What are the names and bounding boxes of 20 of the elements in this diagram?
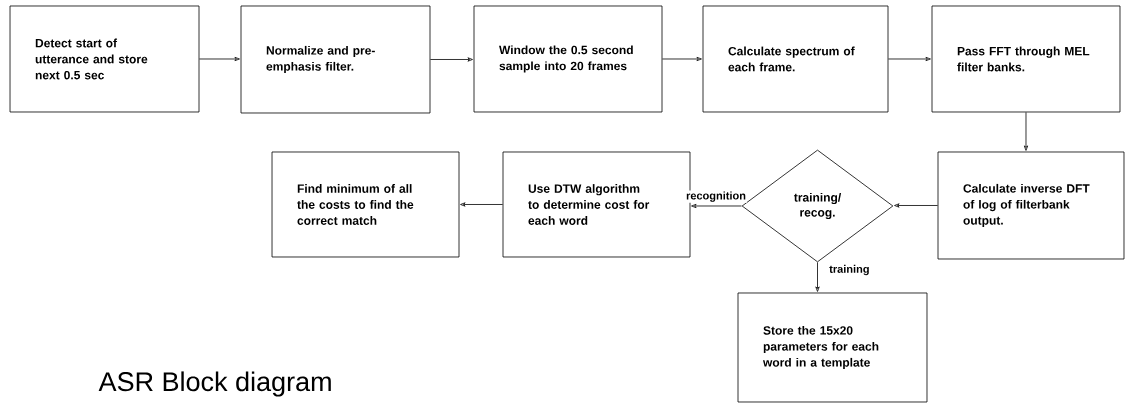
arrow (815, 262, 820, 292)
arrow (199, 56, 240, 62)
arrow (691, 203, 742, 209)
title: ASR Block diagram (98, 371, 331, 397)
arrow (430, 57, 473, 62)
edge-label: training (828, 263, 871, 277)
process-box: Find minimum of all the costs to find the correct match (271, 151, 460, 258)
arrow (894, 203, 938, 208)
arrow (662, 56, 702, 62)
process-box: Store the 15x20 parameters for each word in a template (737, 292, 928, 403)
process-box: Calculate inverse DFT of log of filterbank output. (937, 151, 1125, 260)
process-box: Pass FFT through MEL filter banks. (931, 5, 1121, 113)
process-box: Calculate spectrum of each frame. (702, 5, 889, 113)
process-box: Window the 0.5 second sample into 20 frames (473, 5, 663, 113)
arrow (888, 56, 931, 62)
arrow (460, 202, 503, 207)
edge-label: recognition (685, 190, 747, 203)
process-box: Detect start of utterance and store next 0.5 sec (9, 5, 200, 113)
arrow (1023, 112, 1029, 151)
process-box: Normalize and pre-emphasis filter. (240, 5, 431, 114)
